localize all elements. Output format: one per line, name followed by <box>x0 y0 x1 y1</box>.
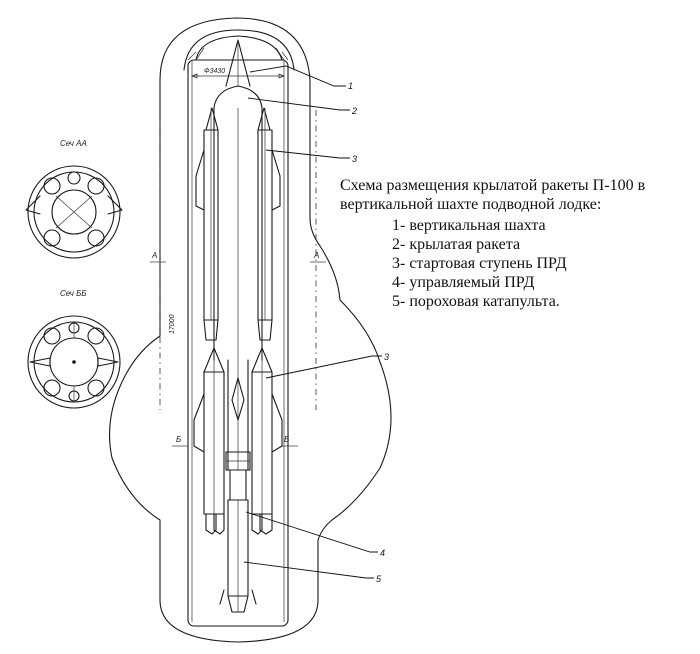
section-mark-a-right: А <box>313 251 319 260</box>
section-mark-b-left: Б <box>176 435 181 444</box>
section-mark-a-left: А <box>151 251 157 260</box>
booster-upper-left <box>195 107 219 341</box>
booster-upper-right <box>257 107 281 341</box>
callout-3-lower: 3 <box>384 352 389 362</box>
legend-list: 1- вертикальная шахта 2- крылатая ракета… <box>340 216 698 311</box>
callout-labels: 1 2 3 3 4 5 <box>348 81 389 584</box>
callout-1: 1 <box>348 81 353 91</box>
caption-title-line-2: вертикальной шахте подводной лодке: <box>340 196 602 213</box>
legend-item-3: 3- стартовая ступень ПРД <box>392 255 567 272</box>
hull-outline <box>109 17 392 643</box>
section-aa-label: Сеч АА <box>60 139 87 148</box>
section-cut-lines <box>150 261 326 447</box>
powder-catapult <box>219 499 257 613</box>
length-label: 17000 <box>169 314 176 334</box>
callout-4: 4 <box>380 548 385 558</box>
callout-2: 2 <box>351 106 357 116</box>
legend-item-4: 4- управляемый ПРД <box>392 274 535 291</box>
legend-item-2: 2- крылатая ракета <box>392 236 521 253</box>
section-aa-view <box>25 165 123 259</box>
callout-leaders <box>243 65 382 579</box>
booster-lower-left <box>193 347 225 535</box>
caption-title-line-1: Схема размещения крылатой ракеты П-100 в <box>340 177 646 194</box>
callout-5: 5 <box>376 574 382 584</box>
cruise-missile <box>213 39 263 471</box>
section-mark-b-right: Б <box>284 435 289 444</box>
legend-item-1: 1- вертикальная шахта <box>392 217 546 234</box>
section-bb-label: Сеч ББ <box>60 289 87 298</box>
steering-engine <box>225 451 251 501</box>
callout-3-upper: 3 <box>352 154 357 164</box>
diameter-label: Ф3430 <box>204 68 225 75</box>
booster-lower-right <box>251 347 283 535</box>
legend-item-5: 5- пороховая катапульта. <box>392 293 560 310</box>
section-bb-view <box>27 315 121 409</box>
diagram-caption: Схема размещения крылатой ракеты П-100 в… <box>340 176 698 311</box>
